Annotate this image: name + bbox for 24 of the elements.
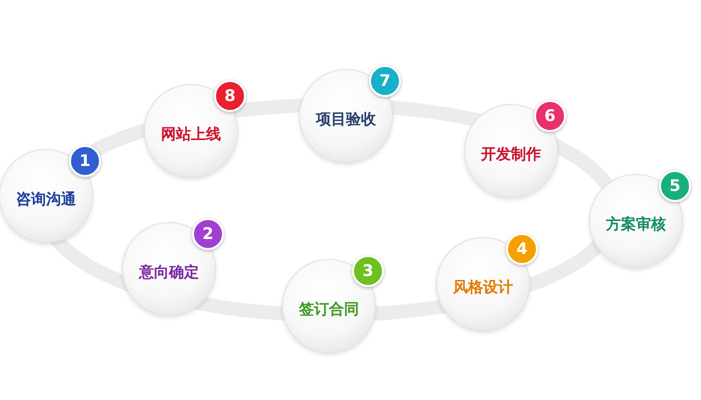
number-badge: 2	[192, 218, 224, 250]
number-badge: 5	[659, 170, 691, 202]
step-label: 方案审核	[604, 215, 667, 234]
step-label: 开发制作	[480, 145, 542, 164]
number-badge: 4	[506, 233, 538, 265]
step-label: 项目验收	[314, 110, 377, 129]
step-label: 签订合同	[298, 300, 360, 319]
number-badge: 7	[369, 65, 401, 97]
number-badge: 3	[352, 255, 384, 287]
step-circle	[436, 237, 530, 331]
step-circle	[589, 174, 683, 268]
step-label: 网站上线	[160, 125, 222, 144]
number-badge: 6	[534, 100, 566, 132]
step-circle	[282, 259, 376, 353]
step-label: 意向确定	[138, 263, 200, 282]
number-badge: 8	[214, 80, 246, 112]
step-label: 风格设计	[452, 278, 514, 297]
step-circle	[122, 222, 216, 316]
step-circle	[144, 84, 238, 178]
step-circle	[299, 69, 393, 163]
step-circle	[464, 104, 558, 198]
number-badge: 1	[69, 145, 101, 177]
step-label: 咨询沟通	[15, 190, 77, 209]
step-circle	[0, 149, 93, 243]
